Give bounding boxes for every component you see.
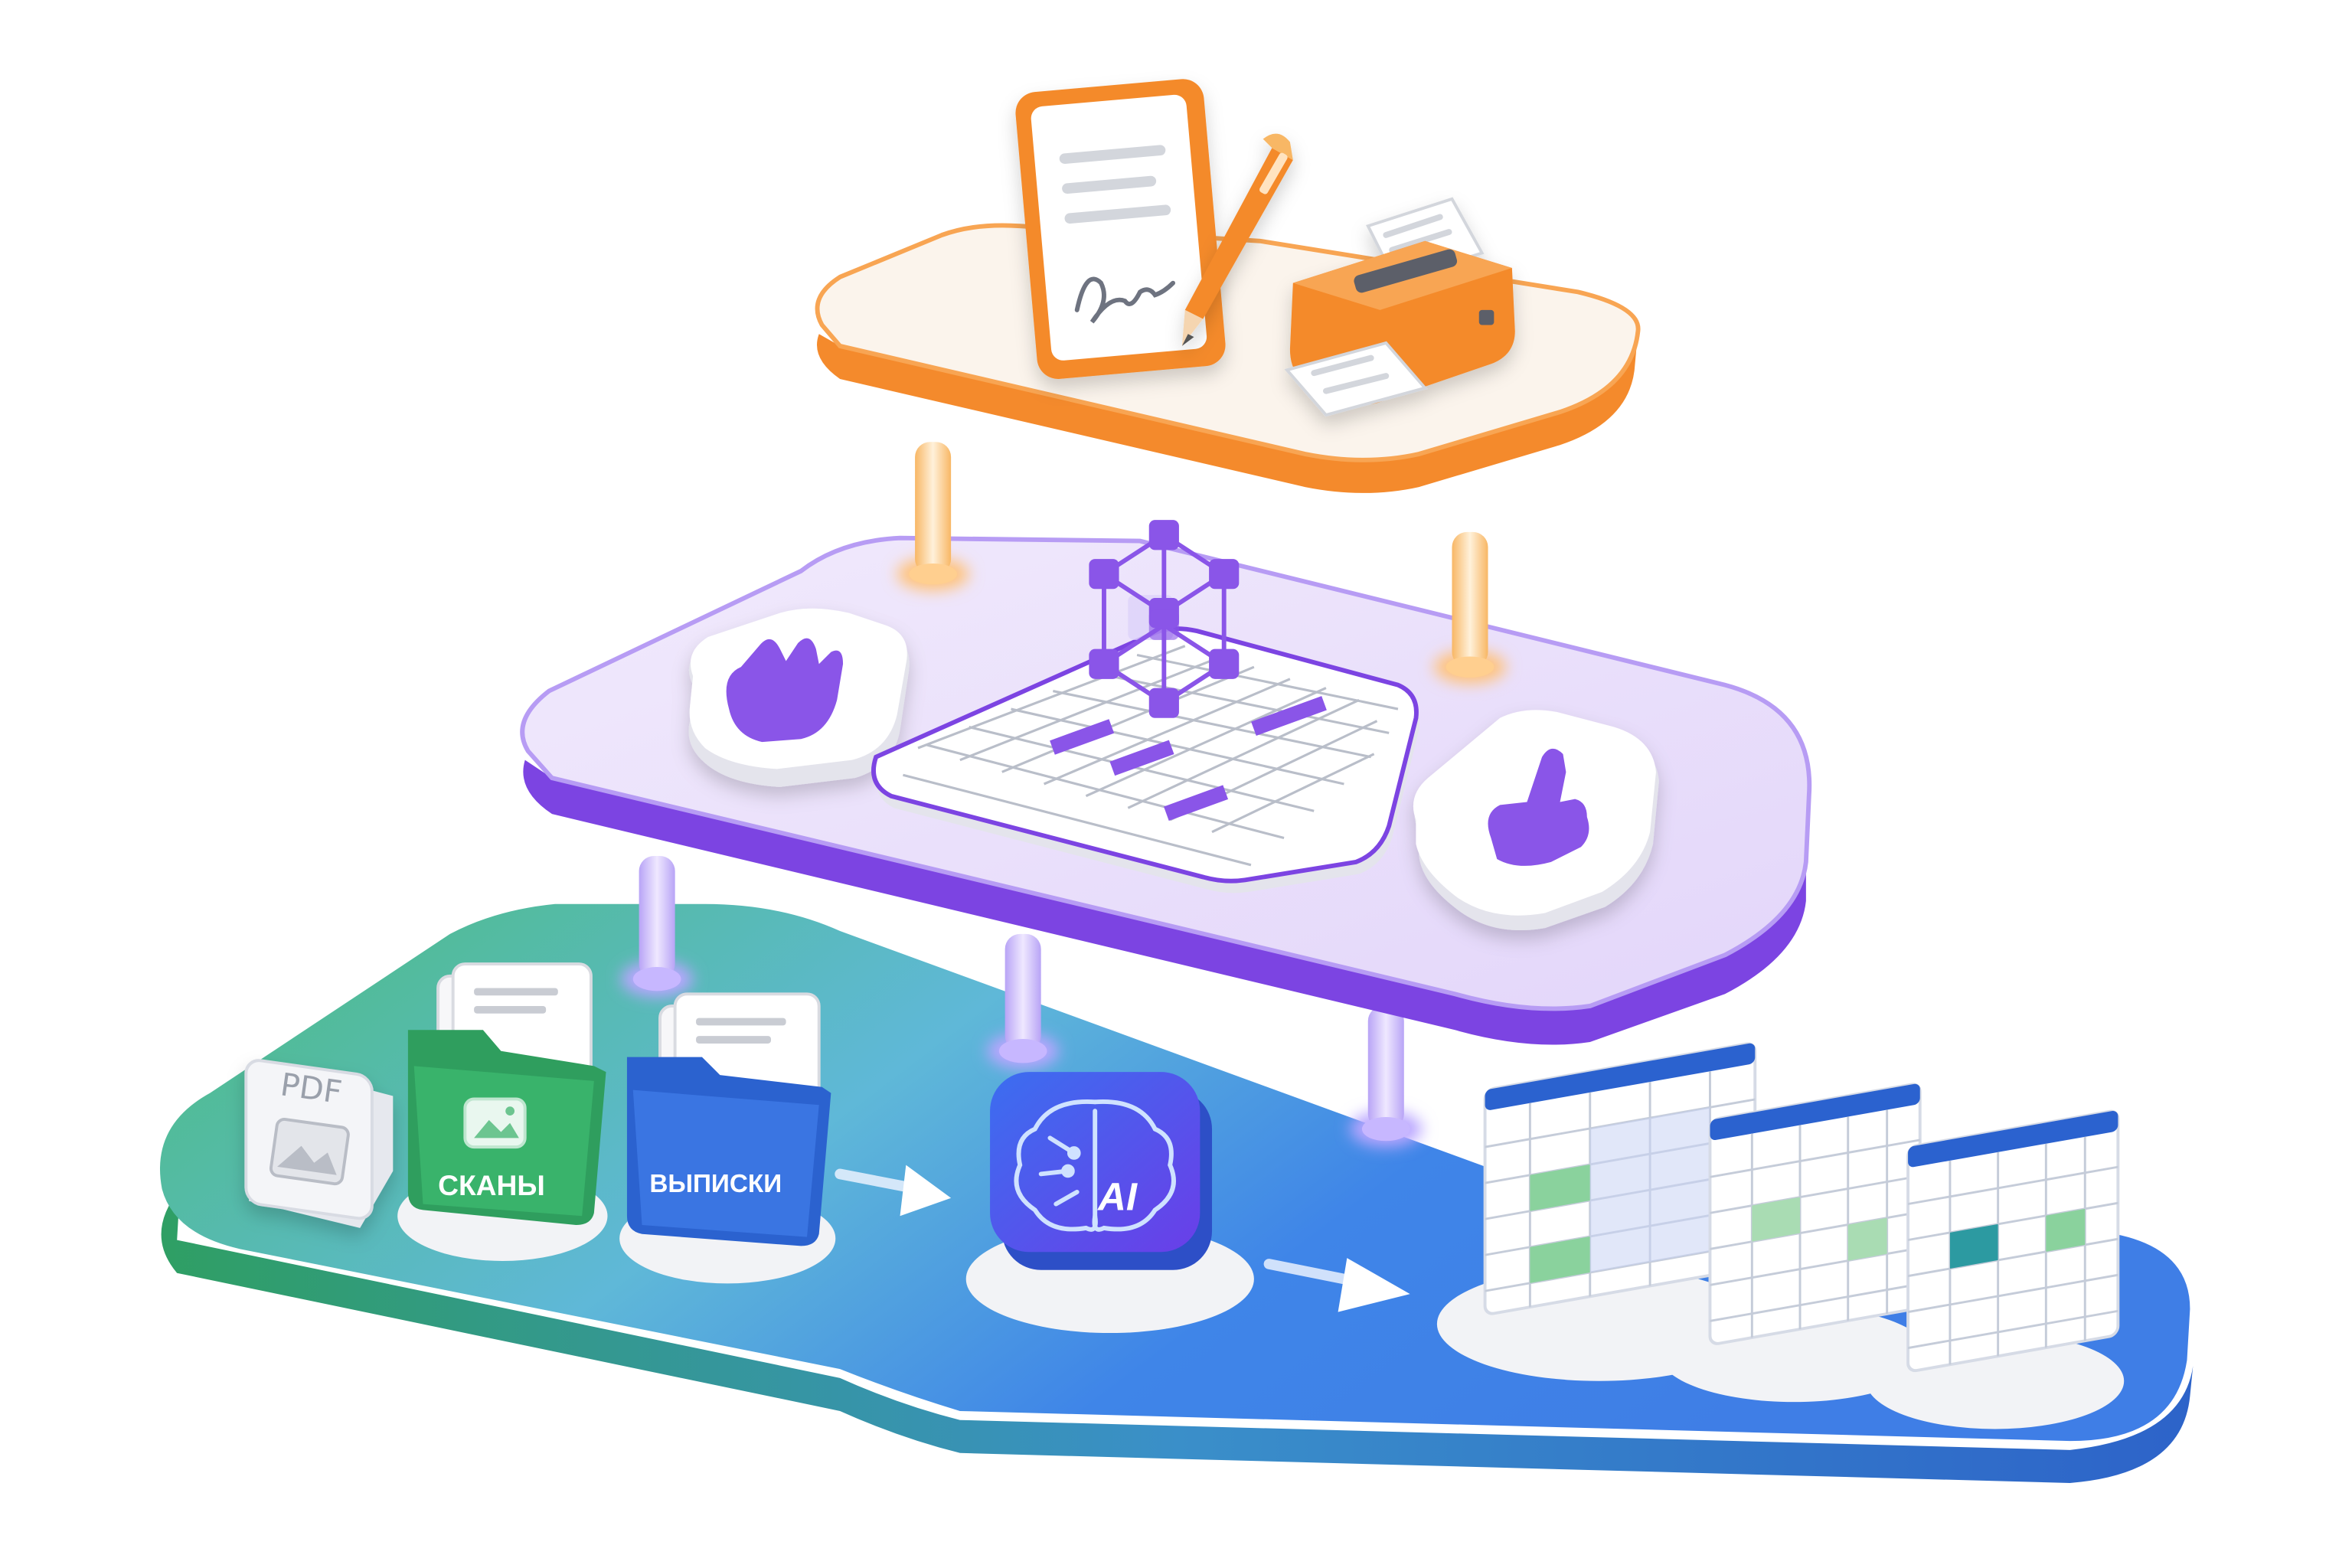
statements-label: ВЫПИСКИ — [649, 1170, 782, 1198]
hand-palm-icon — [726, 638, 844, 743]
arrow-right-icon — [835, 1165, 952, 1217]
pointing-hand-icon — [1488, 748, 1589, 866]
orange-pillar — [1433, 531, 1507, 684]
ai-processor: AI — [965, 1072, 1254, 1334]
pointer-tile — [1413, 710, 1659, 931]
ai-label: AI — [1096, 1174, 1138, 1218]
printer-icon — [1284, 197, 1515, 417]
scans-image-icon — [463, 1097, 527, 1149]
cube-network-icon — [1089, 520, 1240, 718]
data-table-grid — [903, 645, 1399, 867]
orange-pillar — [897, 442, 969, 591]
spreadsheet-1 — [1436, 1042, 1762, 1381]
spreadsheet-2 — [1658, 1083, 1929, 1403]
bottom-layer-edge — [161, 1188, 2194, 1483]
signed-document-icon — [1015, 79, 1226, 379]
purple-pillar — [621, 856, 694, 998]
printer-paper-out — [1284, 341, 1428, 417]
pdf-label: PDF — [278, 1066, 344, 1111]
pdf-image-icon — [269, 1117, 350, 1186]
arrow-right-icon — [1263, 1258, 1410, 1312]
scans-folder: СКАНЫ — [397, 962, 608, 1262]
pdf-document: PDF — [244, 1059, 394, 1228]
top-layer-edge — [817, 331, 1638, 493]
data-table — [871, 626, 1419, 893]
scans-label: СКАНЫ — [438, 1169, 545, 1201]
spreadsheet-3 — [1866, 1109, 2125, 1429]
purple-pillar — [1350, 1005, 1423, 1148]
pen-icon — [1181, 133, 1293, 346]
ai-brain-icon — [1014, 1099, 1176, 1232]
orange-pillars — [897, 442, 1507, 684]
hand-tile — [688, 608, 910, 787]
statements-folder: ВЫПИСКИ — [619, 992, 836, 1284]
signature — [1074, 276, 1176, 324]
purple-pillars — [621, 856, 1423, 1148]
purple-pillar — [987, 933, 1060, 1070]
